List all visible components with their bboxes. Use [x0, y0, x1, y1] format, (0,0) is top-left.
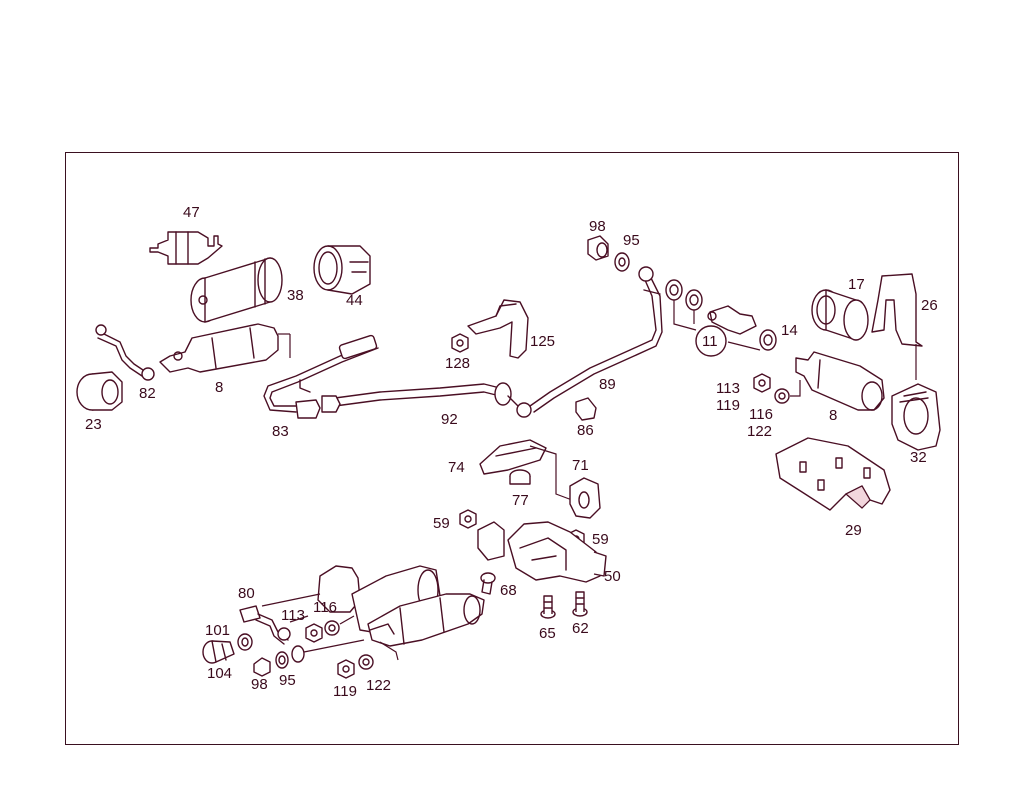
part-32-strap[interactable] [891, 383, 941, 451]
part-89-fuel-line[interactable] [516, 266, 663, 418]
part-98-fitting-lower[interactable] [253, 657, 271, 677]
label-86: 86 [577, 422, 594, 439]
label-44: 44 [346, 292, 363, 309]
part-122-lockwasher-lower[interactable] [358, 654, 374, 670]
part-50-clamp-assembly[interactable] [477, 521, 607, 583]
part-44-clamp[interactable] [313, 245, 371, 295]
part-26-bracket[interactable] [871, 273, 923, 380]
part-77-rubber-mount[interactable] [509, 469, 531, 485]
label-113-right: 113 [716, 380, 740, 397]
label-26: 26 [921, 297, 938, 314]
part-113-nut-lower[interactable] [289, 615, 323, 643]
part-59-nut-left[interactable] [459, 509, 477, 529]
label-29: 29 [845, 522, 862, 539]
label-95-top: 95 [623, 232, 640, 249]
label-119-lower: 119 [333, 683, 357, 700]
label-119-right: 119 [716, 397, 740, 414]
part-119-nut-lower[interactable] [337, 659, 355, 679]
label-14: 14 [781, 322, 798, 339]
part-68-screw[interactable] [480, 572, 496, 595]
diagram-frame [65, 152, 959, 745]
label-17: 17 [848, 276, 865, 293]
label-128: 128 [445, 355, 470, 372]
part-29-cover[interactable] [775, 437, 891, 511]
part-95-washer-lower[interactable] [275, 639, 399, 669]
label-80: 80 [238, 585, 255, 602]
part-pump-cluster-lower[interactable] [317, 565, 485, 647]
label-23: 23 [85, 416, 102, 433]
label-74: 74 [448, 459, 465, 476]
part-113-nut-right[interactable] [753, 373, 771, 393]
label-38: 38 [287, 287, 304, 304]
label-116-lower: 116 [313, 599, 337, 616]
label-92: 92 [441, 411, 458, 428]
part-116-lockwasher-right[interactable] [774, 380, 801, 404]
part-98-fitting-top[interactable] [587, 235, 609, 261]
label-11: 11 [702, 333, 718, 350]
label-122-right: 122 [747, 423, 772, 440]
label-77: 77 [512, 492, 529, 509]
label-8-left: 8 [215, 379, 223, 396]
part-116-lockwasher-lower[interactable] [324, 615, 355, 636]
label-89: 89 [599, 376, 616, 393]
label-104: 104 [207, 665, 232, 682]
part-38-fuel-accumulator[interactable] [190, 257, 283, 323]
part-8-fuel-pump-left[interactable] [159, 323, 291, 373]
label-82: 82 [139, 385, 156, 402]
part-83-fuel-line[interactable] [263, 334, 379, 419]
part-80-hose[interactable] [239, 593, 321, 645]
part-62-screw[interactable] [572, 591, 588, 617]
part-101-washer[interactable] [237, 633, 253, 651]
label-59-left: 59 [433, 515, 450, 532]
label-113-lower: 113 [281, 607, 305, 624]
part-74-bracket[interactable] [479, 439, 573, 501]
label-68: 68 [500, 582, 517, 599]
part-washers-11[interactable] [665, 279, 777, 357]
part-65-screw[interactable] [540, 595, 556, 619]
part-71-mount[interactable] [569, 477, 601, 519]
label-47: 47 [183, 204, 200, 221]
part-17-sleeve[interactable] [811, 289, 869, 341]
label-32: 32 [910, 449, 927, 466]
part-82-fuel-hose[interactable] [95, 324, 155, 381]
label-98-lower: 98 [251, 676, 268, 693]
part-104-banjo-bolt[interactable] [202, 640, 235, 664]
part-23-cap[interactable] [76, 371, 123, 411]
part-47-pressure-regulator[interactable] [149, 231, 223, 265]
label-116-right: 116 [749, 406, 773, 423]
part-95-washer-top[interactable] [614, 252, 630, 272]
part-125-bracket[interactable] [467, 299, 529, 359]
label-83: 83 [272, 423, 289, 440]
part-92-fuel-line[interactable] [321, 382, 521, 413]
label-98-top: 98 [589, 218, 606, 235]
label-101: 101 [205, 622, 230, 639]
label-125: 125 [530, 333, 555, 350]
label-71: 71 [572, 457, 589, 474]
part-86-clip[interactable] [575, 397, 597, 421]
label-50: 50 [604, 568, 621, 585]
part-128-nut[interactable] [451, 333, 469, 353]
part-8-fuel-pump-right[interactable] [795, 351, 885, 411]
label-122-lower: 122 [366, 677, 391, 694]
label-62: 62 [572, 620, 589, 637]
label-65: 65 [539, 625, 556, 642]
label-8-right: 8 [829, 407, 837, 424]
label-95-lower: 95 [279, 672, 296, 689]
label-59-right: 59 [592, 531, 609, 548]
